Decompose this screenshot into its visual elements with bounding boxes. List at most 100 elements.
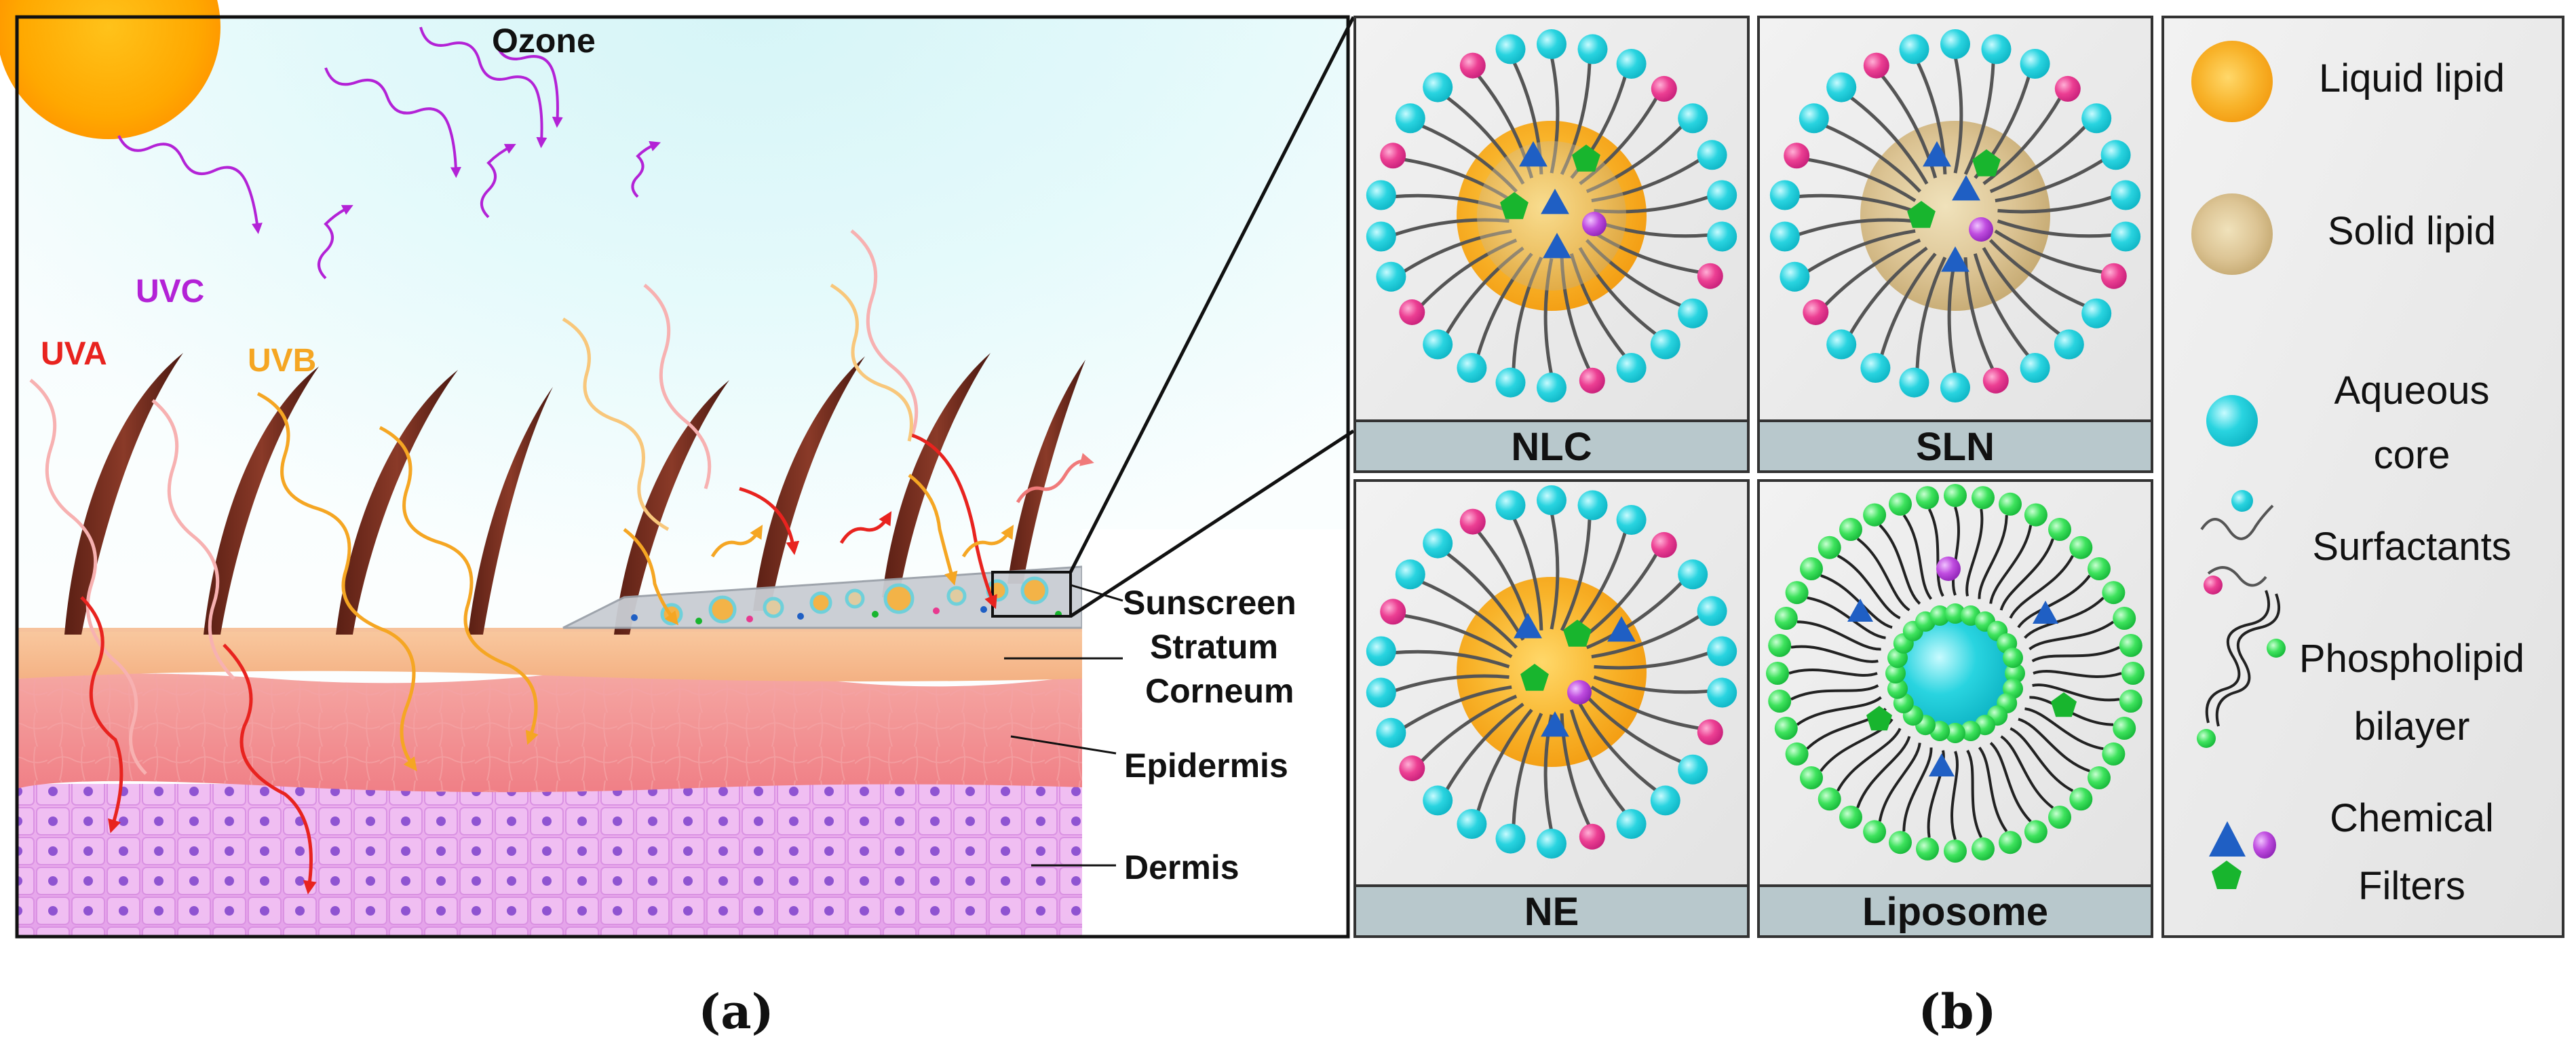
uv-ray-icon — [739, 487, 800, 555]
phospholipid-tail — [2024, 707, 2104, 751]
surfactant-head-aqueous — [1769, 221, 1800, 252]
aqueous-core — [1902, 620, 2008, 726]
surfactant-head-pink — [1459, 52, 1486, 79]
surfactant-head-aqueous — [1537, 485, 1566, 515]
dermis-label: Dermis — [1124, 848, 1239, 886]
uv-ray-icon — [324, 67, 461, 179]
surfactant-head-aqueous — [1678, 298, 1708, 328]
hair-icon — [753, 356, 865, 611]
surfactant-tail — [1997, 219, 2114, 238]
solid-lipid-domain — [1477, 141, 1626, 290]
liquid-lipid-swatch — [2191, 41, 2273, 122]
surfactant-tail — [1947, 258, 1957, 376]
surfactant-tail — [1585, 695, 1684, 764]
surfactant-head-pink — [1399, 299, 1425, 325]
hair-icon — [1007, 360, 1085, 584]
surfactant-head-pink — [1399, 755, 1425, 781]
phospholipid-swatch — [2197, 590, 2286, 748]
surfactant-head-aqueous — [1616, 353, 1647, 383]
uv-ray-icon — [631, 140, 661, 198]
uvc-rays — [117, 26, 661, 280]
phospholipid-head — [2113, 607, 2136, 630]
phospholipid-head — [1929, 605, 1950, 626]
surfactant-tail — [1560, 516, 1592, 631]
stratum-label-1: Stratum — [1150, 628, 1278, 666]
surfactant-head-aqueous — [1423, 72, 1453, 102]
surfactant-head-pink — [1982, 367, 2009, 394]
surfactant-head-pink — [1380, 599, 1406, 625]
nlc-particle — [1366, 29, 1737, 402]
phospholipid-head — [1863, 503, 1887, 527]
chemical-filter-pentagon — [1572, 145, 1600, 172]
surfactant-tail — [1994, 229, 2105, 274]
phospholipid-tail — [1965, 508, 1984, 597]
surfactant-head-aqueous — [1678, 103, 1708, 134]
surfactant-tail — [1973, 253, 2031, 358]
phospholipid-tail — [1790, 645, 1879, 663]
chemical-filter-pentagon — [1520, 664, 1549, 691]
surfactant-head-pink — [1459, 508, 1486, 535]
phospholipid-head — [2102, 742, 2126, 766]
hair-icon — [204, 367, 319, 635]
surfactant-head-aqueous — [1860, 353, 1891, 383]
surfactant-head-aqueous — [1826, 329, 1857, 360]
sun-icon — [0, 0, 220, 139]
surfactant-head-aqueous — [1537, 29, 1566, 59]
surfactant-head-aqueous — [1495, 823, 1526, 854]
uv-ray-icon — [850, 229, 919, 435]
surfactant-head-aqueous — [1826, 72, 1857, 102]
phospholipid-head — [1863, 820, 1887, 844]
phospholipid-head — [1774, 607, 1798, 630]
surfactant-tail — [1419, 580, 1518, 649]
phospholipid-head — [2102, 581, 2126, 605]
phospholipid-head — [1766, 662, 1789, 685]
surfactant-head-aqueous — [1376, 261, 1406, 292]
uv-ray-icon — [908, 432, 997, 609]
uv-ray-icon — [562, 317, 670, 531]
uv-ray-icon — [1016, 453, 1094, 504]
surfactant-tail — [1578, 702, 1659, 793]
phospholipid-tail — [2010, 727, 2074, 792]
caption-a: (a) — [698, 983, 774, 1040]
surfactant-tail — [1591, 614, 1702, 659]
surfactant-head-aqueous — [2020, 353, 2050, 383]
phospholipid-head — [2113, 717, 2136, 740]
surfactant-tail — [1805, 229, 1916, 274]
zoom-line-top — [1069, 16, 1356, 574]
legend-phospholipid-2: bilayer — [2354, 705, 2470, 749]
phospholipid-tail — [1950, 751, 1959, 840]
phospholipid-head — [2121, 662, 2145, 685]
phospholipid-head — [1768, 690, 1792, 713]
surfactant-head-aqueous — [1537, 373, 1566, 402]
uva-label: UVA — [41, 336, 107, 372]
surfactant-tail — [1982, 246, 2062, 337]
surfactant-head-aqueous — [1707, 180, 1737, 210]
surfactant-head-aqueous — [1366, 180, 1396, 210]
chemical-filter-pentagon — [1500, 192, 1529, 219]
panel-a: Ozone UVC UVA UVB Sunscreen Stratum Corn… — [0, 0, 1350, 939]
surfactant-head-pink — [1579, 823, 1605, 850]
phospholipid-tail — [1796, 696, 1882, 726]
chemical-filter-triangle — [1607, 616, 1636, 642]
chemical-filter-triangle — [1541, 189, 1569, 214]
phospholipid-head — [1887, 678, 1908, 699]
zoom-line-bottom — [1069, 429, 1355, 618]
surfactant-tail — [1585, 580, 1685, 650]
surfactant-tail — [1419, 694, 1518, 764]
legend-aqueous-2: core — [2374, 433, 2450, 477]
phospholipid-head — [1999, 831, 2022, 854]
phospholipid-head — [2088, 766, 2111, 789]
uv-ray-icon — [480, 144, 516, 219]
chemical-filter-triangle — [1952, 175, 1980, 201]
phospholipid-head — [1818, 536, 1841, 559]
phospholipid-head — [1768, 634, 1792, 657]
phospholipid-head — [1785, 742, 1809, 766]
surfactant-head-aqueous — [1616, 49, 1647, 79]
surfactant-head-aqueous — [1537, 829, 1566, 859]
nlc-label: NLC — [1511, 425, 1592, 469]
surfactant-tail — [1997, 195, 2115, 214]
ne-label: NE — [1524, 890, 1579, 934]
uv-ray-icon — [80, 596, 123, 833]
ozone-label: Ozone — [492, 22, 596, 60]
